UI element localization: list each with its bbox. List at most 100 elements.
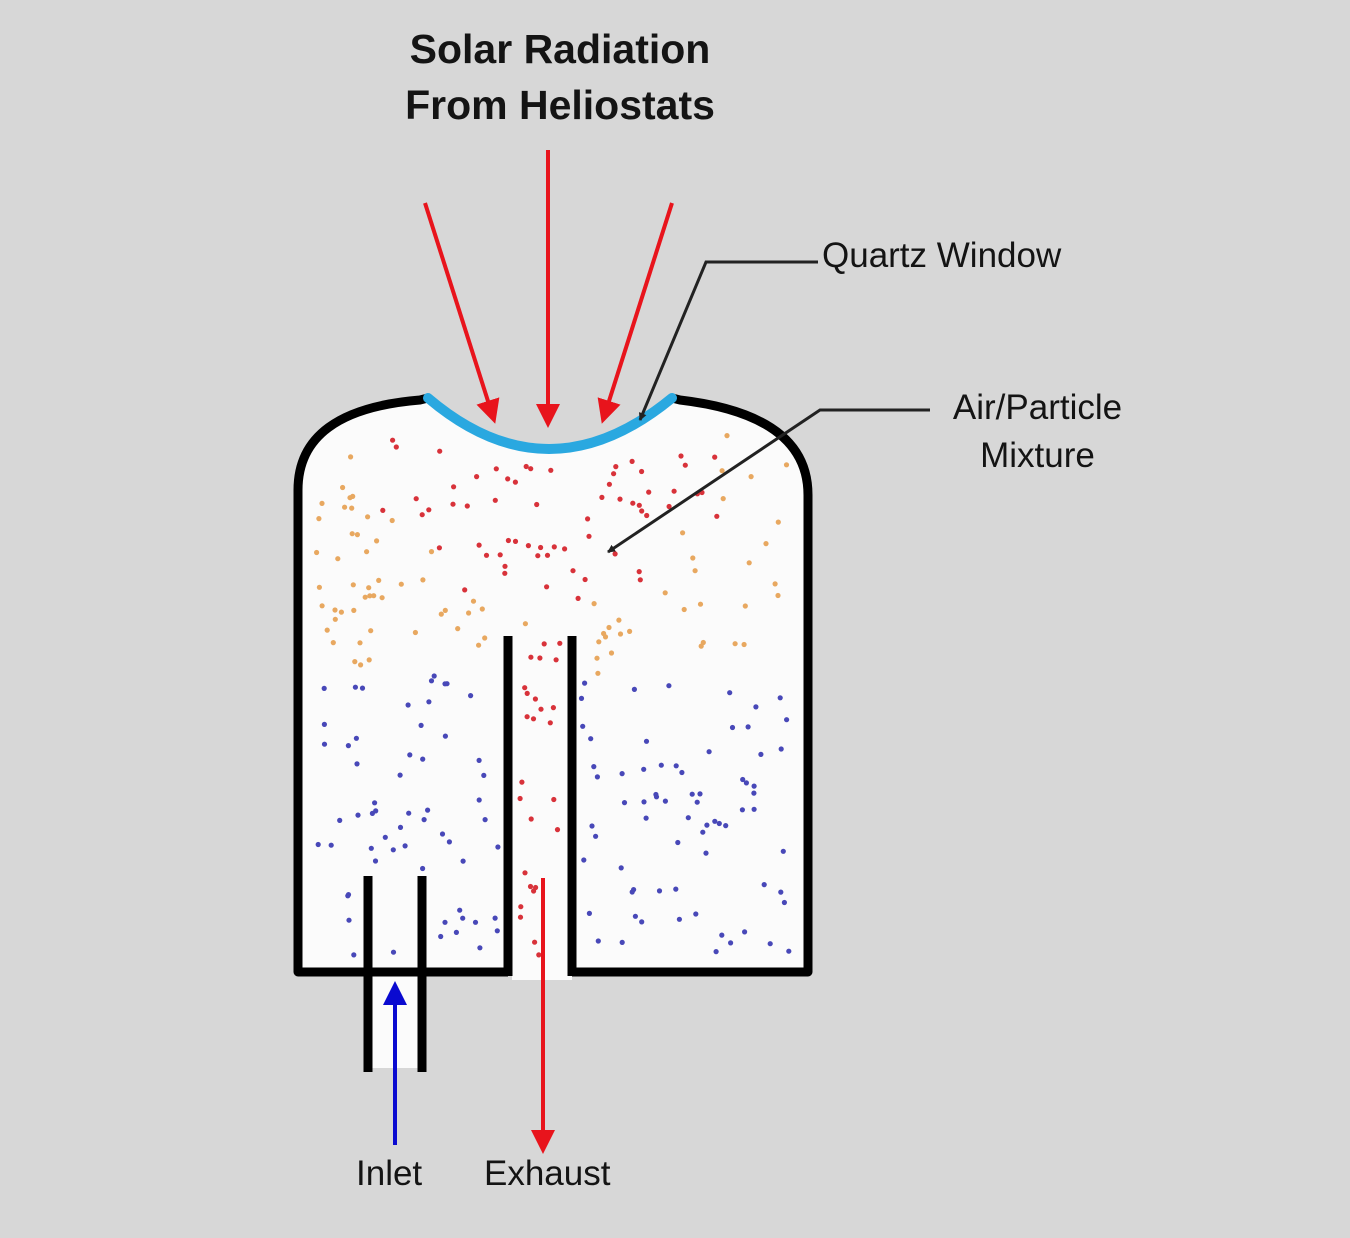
particle	[522, 685, 528, 691]
particle	[345, 893, 351, 899]
quartz-window-leader	[638, 260, 818, 421]
particle	[362, 594, 368, 600]
particle	[547, 720, 553, 726]
particle	[679, 769, 685, 776]
particle	[439, 831, 446, 837]
particle	[780, 848, 786, 854]
particle	[407, 752, 413, 758]
particle	[713, 949, 719, 955]
particle	[723, 823, 729, 829]
air-particle-label-line-1: Air/Particle	[952, 388, 1123, 427]
quartz-window-label: Quartz Window	[822, 236, 1062, 275]
particle	[345, 743, 351, 749]
particle	[777, 695, 783, 701]
particle	[366, 657, 372, 663]
particle	[753, 704, 759, 710]
particle	[596, 639, 602, 645]
particle	[631, 686, 638, 693]
particle	[538, 706, 544, 712]
particle	[641, 766, 647, 772]
particle	[575, 595, 581, 602]
particle	[524, 690, 530, 697]
particle	[562, 546, 568, 552]
particle	[462, 587, 468, 593]
particle	[502, 570, 508, 576]
particle	[743, 780, 750, 786]
particle	[390, 847, 396, 853]
particle	[505, 537, 511, 544]
particle	[627, 628, 633, 635]
particle	[533, 884, 539, 891]
particle	[348, 454, 354, 460]
particle	[397, 772, 403, 778]
particle	[528, 816, 534, 822]
particle	[619, 771, 625, 777]
particle	[420, 756, 426, 762]
particle	[438, 933, 444, 940]
particle	[368, 628, 374, 634]
particle	[328, 842, 334, 848]
particle	[522, 870, 528, 876]
particle	[716, 820, 722, 827]
particle	[550, 705, 557, 711]
particle	[482, 817, 488, 823]
particle	[599, 494, 605, 500]
particle	[551, 796, 557, 803]
particle	[724, 433, 730, 439]
particle	[591, 764, 597, 770]
particle	[337, 817, 343, 824]
particle	[442, 733, 448, 739]
particle	[662, 590, 668, 596]
particle	[390, 949, 397, 955]
title-line-2: From Heliostats	[405, 82, 715, 128]
air-particle-label-line-2: Mixture	[980, 436, 1095, 475]
particle	[438, 611, 444, 617]
particle	[352, 659, 358, 665]
particle	[390, 437, 396, 443]
particle	[350, 582, 356, 588]
particle	[525, 543, 532, 549]
particle	[608, 650, 615, 656]
radiation-arrow-right	[597, 202, 674, 424]
particle	[538, 544, 544, 551]
particle	[745, 724, 751, 730]
particle	[741, 641, 747, 648]
particle	[551, 544, 557, 550]
particle	[728, 940, 734, 946]
particle	[332, 616, 338, 622]
particle	[371, 593, 377, 599]
particle	[349, 505, 355, 511]
particle-cloud	[314, 433, 792, 958]
particle	[367, 593, 373, 599]
particle	[729, 724, 736, 731]
particle	[748, 474, 754, 480]
particle	[616, 617, 622, 623]
particle	[778, 889, 784, 895]
particle	[720, 496, 726, 502]
particle	[673, 886, 679, 892]
particle	[476, 642, 482, 648]
particle	[746, 560, 752, 566]
particle	[685, 815, 691, 821]
particle	[630, 500, 636, 506]
particle	[431, 673, 437, 679]
particle	[578, 695, 585, 702]
particle	[742, 929, 748, 935]
particle	[419, 512, 425, 518]
particle	[712, 454, 718, 460]
particle	[366, 585, 372, 591]
particle	[472, 919, 479, 925]
particle	[629, 458, 635, 464]
particle	[512, 538, 519, 545]
particle	[742, 603, 748, 609]
particle	[618, 865, 624, 871]
particle	[532, 696, 539, 702]
particle	[656, 888, 663, 894]
particle	[428, 678, 435, 684]
particle	[671, 488, 677, 494]
particle	[426, 699, 432, 705]
particle	[786, 948, 792, 954]
particle	[527, 883, 534, 890]
particle	[389, 517, 395, 524]
particle	[355, 812, 361, 818]
